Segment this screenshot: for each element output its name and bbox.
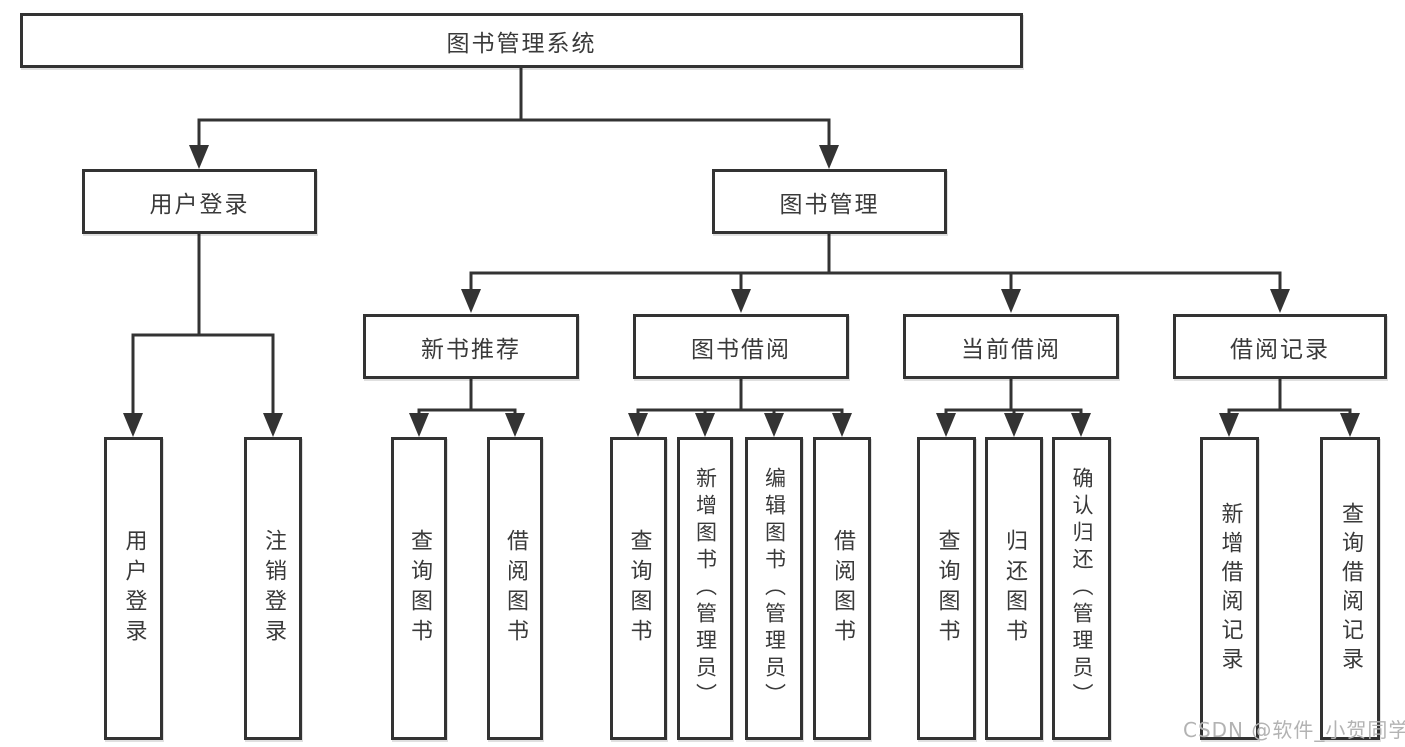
node-label: 查询借阅记录 <box>1338 501 1363 676</box>
node-label: 图书管理系统 <box>446 30 597 57</box>
node-library-system: 图书管理系统 <box>20 13 1023 68</box>
node-label: 确认归还（管理员） <box>1070 467 1094 710</box>
node-label: 注销登录 <box>261 528 286 649</box>
leaf-confirm-return-admin: 确认归还（管理员） <box>1052 437 1111 740</box>
leaf-query-books-borrow: 查询图书 <box>610 437 667 740</box>
leaf-add-borrow-record: 新增借阅记录 <box>1200 437 1259 740</box>
node-label: 新增图书（管理员） <box>693 467 718 710</box>
node-user-login-branch: 用户登录 <box>82 169 317 234</box>
node-label: 借阅记录 <box>1230 336 1330 363</box>
node-book-management-branch: 图书管理 <box>712 169 947 234</box>
node-label: 编辑图书（管理员） <box>762 467 787 710</box>
node-label: 图书管理 <box>779 191 880 218</box>
leaf-borrow-books: 借阅图书 <box>813 437 871 740</box>
leaf-query-borrow-record: 查询借阅记录 <box>1320 437 1380 740</box>
node-label: 图书借阅 <box>691 336 791 363</box>
node-book-borrow: 图书借阅 <box>633 314 849 379</box>
node-new-book-recommend: 新书推荐 <box>363 314 579 379</box>
leaf-add-book-admin: 新增图书（管理员） <box>677 437 733 740</box>
node-label: 查询图书 <box>626 528 652 649</box>
leaf-query-books-current: 查询图书 <box>917 437 976 740</box>
leaf-logout: 注销登录 <box>244 437 302 740</box>
node-label: 用户登录 <box>121 528 147 649</box>
leaf-user-login: 用户登录 <box>104 437 163 740</box>
node-label: 查询图书 <box>934 528 960 649</box>
node-label: 查询图书 <box>407 528 432 649</box>
leaf-edit-book-admin: 编辑图书（管理员） <box>745 437 803 740</box>
node-label: 新增借阅记录 <box>1217 501 1243 676</box>
leaf-query-books-recommend: 查询图书 <box>391 437 447 740</box>
node-label: 借阅图书 <box>503 528 528 649</box>
csdn-watermark: CSDN @软件_小贺同学 <box>1183 718 1405 742</box>
node-label: 用户登录 <box>149 191 250 218</box>
node-label: 借阅图书 <box>830 528 855 649</box>
node-label: 新书推荐 <box>421 336 521 363</box>
leaf-return-book: 归还图书 <box>985 437 1043 740</box>
node-label: 归还图书 <box>1002 528 1027 649</box>
node-current-borrow: 当前借阅 <box>903 314 1119 379</box>
leaf-borrow-books-recommend: 借阅图书 <box>487 437 543 740</box>
node-label: 当前借阅 <box>961 336 1061 363</box>
node-borrow-records: 借阅记录 <box>1173 314 1387 379</box>
